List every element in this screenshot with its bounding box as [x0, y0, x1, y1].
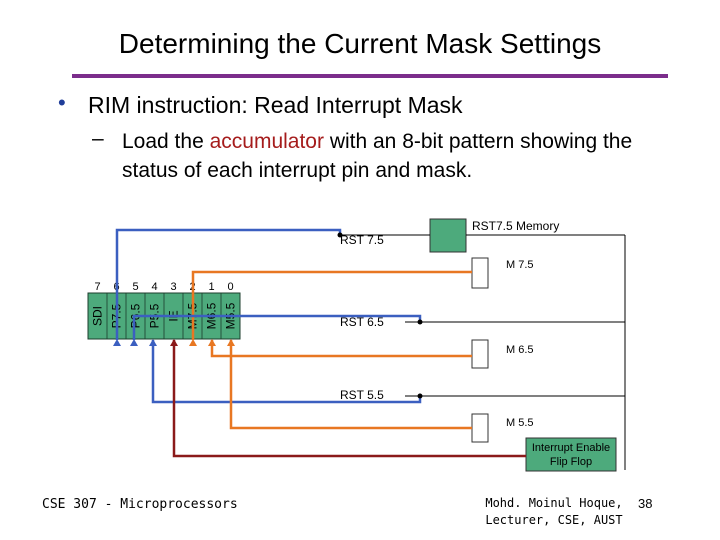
sub-bullet-text-start: Load the: [122, 130, 210, 153]
rst65-label: RST 6.5: [340, 315, 384, 329]
bit-number-7: 7: [94, 281, 100, 293]
sub-bullet-text: Load the accumulator with an 8-bit patte…: [122, 127, 682, 185]
title-rule: [72, 74, 668, 78]
footer-course: CSE 307 - Microprocessors: [42, 497, 238, 512]
ie-flip-flop-box: [525, 437, 617, 472]
m75-box: [471, 257, 489, 289]
bit-label-sdi: SDI: [91, 306, 105, 326]
arrowhead: [227, 339, 235, 346]
page-number: 38: [638, 496, 653, 511]
rst65-junction: [417, 319, 423, 325]
bullet-dot-icon: •: [58, 90, 66, 115]
arrowhead: [130, 339, 138, 346]
m65-wire: [210, 340, 472, 358]
bit-number-3: 3: [170, 281, 176, 293]
rst55-junction: [417, 393, 423, 399]
arrowhead: [113, 339, 121, 346]
rst75-memory-label: RST7.5 Memory: [472, 219, 559, 233]
slide-title: Determining the Current Mask Settings: [118, 28, 602, 59]
footer-author-line1: Mohd. Moinul Hoque,: [485, 496, 623, 510]
highlight-accumulator: accumulator: [209, 130, 324, 153]
ie-ff-line1: Interrupt Enable: [532, 442, 610, 454]
arrowhead: [208, 339, 216, 346]
bullet-text: RIM instruction: Read Interrupt Mask: [88, 92, 463, 118]
rst75-memory-box: [429, 218, 467, 253]
register-arrows: [113, 339, 235, 346]
rst75-label: RST 7.5: [340, 233, 384, 247]
arrowhead: [170, 339, 178, 346]
m65-box: [471, 339, 489, 369]
bit-number-0: 0: [227, 281, 233, 293]
m65-label: M 6.5: [506, 344, 534, 356]
bit-number-5: 5: [132, 281, 138, 293]
m55-wire: [229, 340, 472, 430]
bit-number-4: 4: [151, 281, 157, 293]
m75-wire: [191, 270, 472, 340]
m55-box: [471, 413, 489, 443]
sub-bullet-text-end: with an 8-bit pattern showing the status…: [122, 130, 633, 182]
p65-wire: [132, 314, 422, 340]
footer-author: Mohd. Moinul Hoque, Lecturer, CSE, AUST: [480, 495, 628, 529]
ie-wire: [172, 340, 526, 458]
arrowhead: [189, 339, 197, 346]
p55-wire: [151, 340, 422, 404]
arrowhead: [149, 339, 157, 346]
ie-ff-line2: Flip Flop: [550, 456, 592, 468]
m55-label: M 5.5: [506, 417, 534, 429]
sub-bullet-dash: –: [92, 127, 104, 150]
bit-number-1: 1: [208, 281, 214, 293]
footer-author-line2: Lecturer, CSE, AUST: [485, 513, 623, 527]
rst75-junction: [337, 232, 343, 238]
rst55-label: RST 5.5: [340, 388, 384, 402]
m75-label: M 7.5: [506, 259, 534, 271]
